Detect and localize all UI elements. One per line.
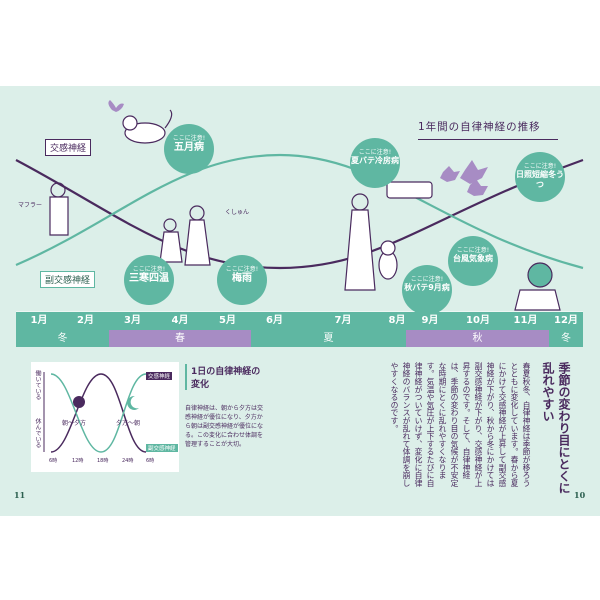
daily-tick: 6時 xyxy=(49,458,58,464)
season-winter: 冬 xyxy=(16,330,109,347)
month-label: 3月 xyxy=(124,315,141,326)
air-conditioner-icon xyxy=(386,181,433,199)
season-autumn: 秋 xyxy=(406,330,549,347)
month-label: 4月 xyxy=(171,315,189,326)
daily-parasympathetic-curve xyxy=(50,373,147,453)
month-label: 10月 xyxy=(466,315,490,326)
butterfly-icon xyxy=(108,100,124,112)
month-label: 12月 xyxy=(554,315,578,326)
person-illustration xyxy=(49,182,561,311)
bubble-note: ここに注意! xyxy=(132,266,166,273)
parasympathetic-curve xyxy=(15,153,584,270)
daily-tick: 24時 xyxy=(122,458,134,464)
daily-tick: 6時 xyxy=(146,458,155,464)
scarf-text: マフラー xyxy=(18,202,43,209)
maple-leaf-icon xyxy=(460,160,488,184)
bubble-typhoon: ここに注意! 台風気象病 xyxy=(448,236,498,286)
sun-icon xyxy=(73,396,85,408)
daily-y-bottom: 休んでいる xyxy=(34,418,41,448)
season-row: 冬 春 夏 秋 冬 xyxy=(16,330,583,347)
bubble-note: ここに注意! xyxy=(410,276,444,283)
month-label: 2月 xyxy=(77,315,94,326)
side-heading: 季節の変わり目にとくに乱れやすい xyxy=(541,362,571,494)
bubble-title: 梅雨 xyxy=(232,273,252,284)
bubble-note: ここに注意! xyxy=(172,135,206,142)
sympathetic-label: 交感神経 xyxy=(45,139,92,156)
sympathetic-curve xyxy=(15,158,584,270)
bubble-note: ここに注意! xyxy=(456,247,490,254)
bubble-title: 日照短縮冬うつ xyxy=(516,170,564,189)
daily-body: 自律神経は、朝から夕方は交感神経が優位になり、夕方から朝は副交感神経が優位になる… xyxy=(185,405,264,448)
month-label: 9月 xyxy=(421,315,439,326)
bubble-note: ここに注意! xyxy=(523,163,557,170)
daily-legend-sympathetic: 交感神経 xyxy=(146,372,173,380)
month-label: 8月 xyxy=(388,315,406,326)
season-winter-end: 冬 xyxy=(549,330,583,347)
daily-y-top: 働いている xyxy=(34,370,41,400)
daily-chart-box xyxy=(31,362,179,472)
daily-chart xyxy=(43,372,147,453)
page-title: 1年間の自律神経の推移 xyxy=(418,119,558,140)
bubble-title: 秋バテ9月病 xyxy=(404,283,450,292)
bubble-title: 夏バテ冷房病 xyxy=(351,156,399,165)
daily-sympathetic-curve xyxy=(50,373,147,453)
month-label: 7月 xyxy=(334,315,352,326)
page-title-text: 1年間の自律神経の推移 xyxy=(418,121,541,133)
month-label: 5月 xyxy=(219,315,236,326)
daily-tick: 18時 xyxy=(97,458,109,464)
bubble-may-blues: ここに注意! 五月病 xyxy=(164,124,214,174)
bubble-autumn-fatigue: ここに注意! 秋バテ9月病 xyxy=(402,265,452,315)
sneeze-text: くしゅん xyxy=(225,209,250,216)
maple-leaf-icon xyxy=(440,166,460,182)
bubble-rainy-season: ここに注意! 梅雨 xyxy=(217,255,267,305)
bubble-sankan-shion: ここに注意! 三寒四温 xyxy=(124,255,174,305)
page-number-left: 11 xyxy=(14,490,26,500)
month-row: 1月 2月 3月 4月 5月 6月 7月 8月 9月 10月 11月 12月 xyxy=(16,312,583,330)
bubble-summer-fatigue: ここに注意! 夏バテ冷房病 xyxy=(350,138,400,188)
page-number-right: 10 xyxy=(574,490,586,500)
daily-day-label: 朝～夕方 xyxy=(62,420,87,427)
cat-illustration xyxy=(122,109,398,280)
bubble-title: 五月病 xyxy=(174,142,204,153)
month-label: 11月 xyxy=(513,315,538,326)
daily-tick: 12時 xyxy=(72,458,84,464)
daily-night-label: 夕方～朝 xyxy=(116,420,141,427)
sympathetic-label-text: 交感神経 xyxy=(50,144,87,154)
parasympathetic-label-text: 副交感神経 xyxy=(45,276,91,286)
month-label: 6月 xyxy=(266,315,283,326)
side-body: 春夏秋冬、自律神経は季節が移ろうとともに変化しています。春から夏にかけて交感神経… xyxy=(390,362,531,487)
bubble-note: ここに注意! xyxy=(225,266,259,273)
bubble-winter-depression: ここに注意! 日照短縮冬うつ xyxy=(515,152,565,202)
daily-legend-parasympathetic: 副交感神経 xyxy=(146,444,178,452)
bubble-title: 三寒四温 xyxy=(129,273,169,284)
season-summer: 夏 xyxy=(251,330,406,347)
bubble-title: 台風気象病 xyxy=(453,254,493,263)
bubble-note: ここに注意! xyxy=(358,149,392,156)
season-spring: 春 xyxy=(109,330,251,347)
daily-title: 1日の自律神経の変化 xyxy=(185,364,269,390)
month-label: 1月 xyxy=(30,315,48,326)
maple-leaf-icon xyxy=(467,179,488,196)
moon-icon xyxy=(127,395,139,410)
parasympathetic-label: 副交感神経 xyxy=(40,271,96,288)
